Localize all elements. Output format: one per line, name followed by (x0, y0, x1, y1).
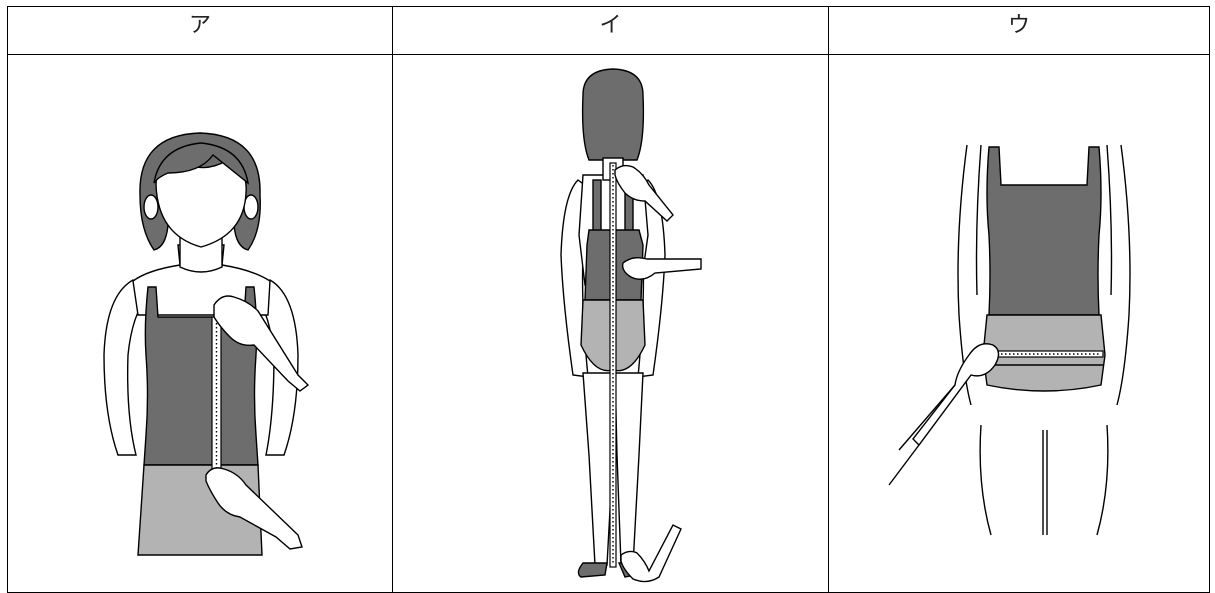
figure-cell-a (8, 55, 393, 593)
back-length-measurement-figure-icon (393, 55, 829, 592)
figure-row (8, 55, 1210, 593)
column-header-i: イ (393, 7, 829, 55)
hip-measurement-figure-icon (829, 55, 1210, 592)
column-header-u: ウ (829, 7, 1210, 55)
chest-measurement-figure-icon (8, 55, 393, 592)
figure-cell-u (829, 55, 1210, 593)
measurement-figure-table: ア イ ウ (7, 6, 1210, 593)
header-row: ア イ ウ (8, 7, 1210, 55)
column-header-a: ア (8, 7, 393, 55)
figure-cell-i (393, 55, 829, 593)
